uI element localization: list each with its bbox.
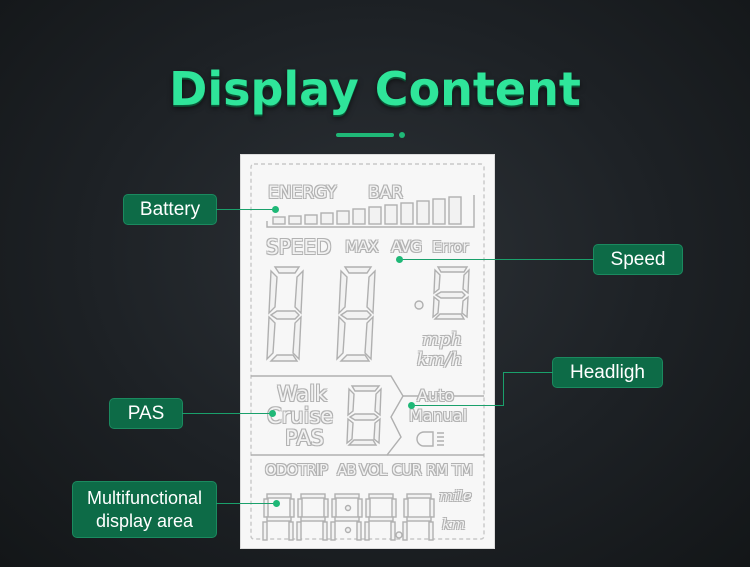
battery-pointer-dot — [272, 206, 279, 213]
speed-leader-line — [400, 259, 594, 260]
lcd-ab-label: AB — [337, 461, 357, 479]
lcd-mile-label: mile — [439, 487, 472, 505]
lcd-segment-graphics — [250, 163, 485, 541]
battery-callout: Battery — [124, 195, 216, 224]
lcd-pas-label: PAS — [285, 426, 325, 450]
lcd-manual-label: Manual — [409, 406, 468, 425]
lcd-tm-label: TM — [452, 461, 473, 479]
multifunctional-leader-line — [216, 503, 276, 504]
lcd-cur-label: CUR — [392, 461, 422, 479]
lcd-cruise-label: Cruise — [267, 404, 334, 428]
lcd-display-panel: ENERGY BAR SPEED MAX AVG Error mph km/h … — [241, 155, 494, 548]
lcd-km-label: km — [442, 515, 466, 533]
lcd-rm-label: RM — [426, 461, 448, 479]
multifunctional-pointer-dot — [273, 500, 280, 507]
headlight-leader-v — [503, 372, 504, 406]
headlight-pointer-dot — [408, 402, 415, 409]
headlight-callout: Headligh — [553, 358, 662, 387]
lcd-vol-label: VOL — [359, 461, 387, 479]
lcd-walk-label: Walk — [277, 382, 328, 406]
pas-callout: PAS — [110, 399, 182, 428]
headlight-leader-h2 — [412, 405, 504, 406]
title-underline-dot — [399, 132, 405, 138]
lcd-speed-label: SPEED — [266, 235, 332, 259]
page-title: Display Content — [169, 62, 581, 116]
multifunctional-callout: Multifunctional display area — [73, 482, 216, 537]
lcd-trip-label: TRIP — [298, 461, 328, 479]
lcd-bar-label: BAR — [368, 183, 404, 203]
lcd-auto-label: Auto — [417, 386, 455, 405]
speed-callout: Speed — [594, 245, 682, 274]
pas-pointer-dot — [269, 410, 276, 417]
headlight-leader-h — [503, 372, 553, 373]
lcd-kmh-label: km/h — [417, 349, 463, 370]
lcd-max-label: MAX — [345, 237, 379, 256]
lcd-error-label: Error — [432, 238, 469, 256]
speed-pointer-dot — [396, 256, 403, 263]
lcd-avg-label: AVG — [391, 237, 422, 256]
battery-leader-line — [216, 209, 275, 210]
lcd-energy-label: ENERGY — [268, 183, 337, 203]
lcd-mph-label: mph — [422, 329, 463, 350]
lcd-odo-label: ODO — [265, 461, 298, 479]
title-underline — [336, 133, 394, 137]
pas-leader-line — [182, 413, 272, 414]
